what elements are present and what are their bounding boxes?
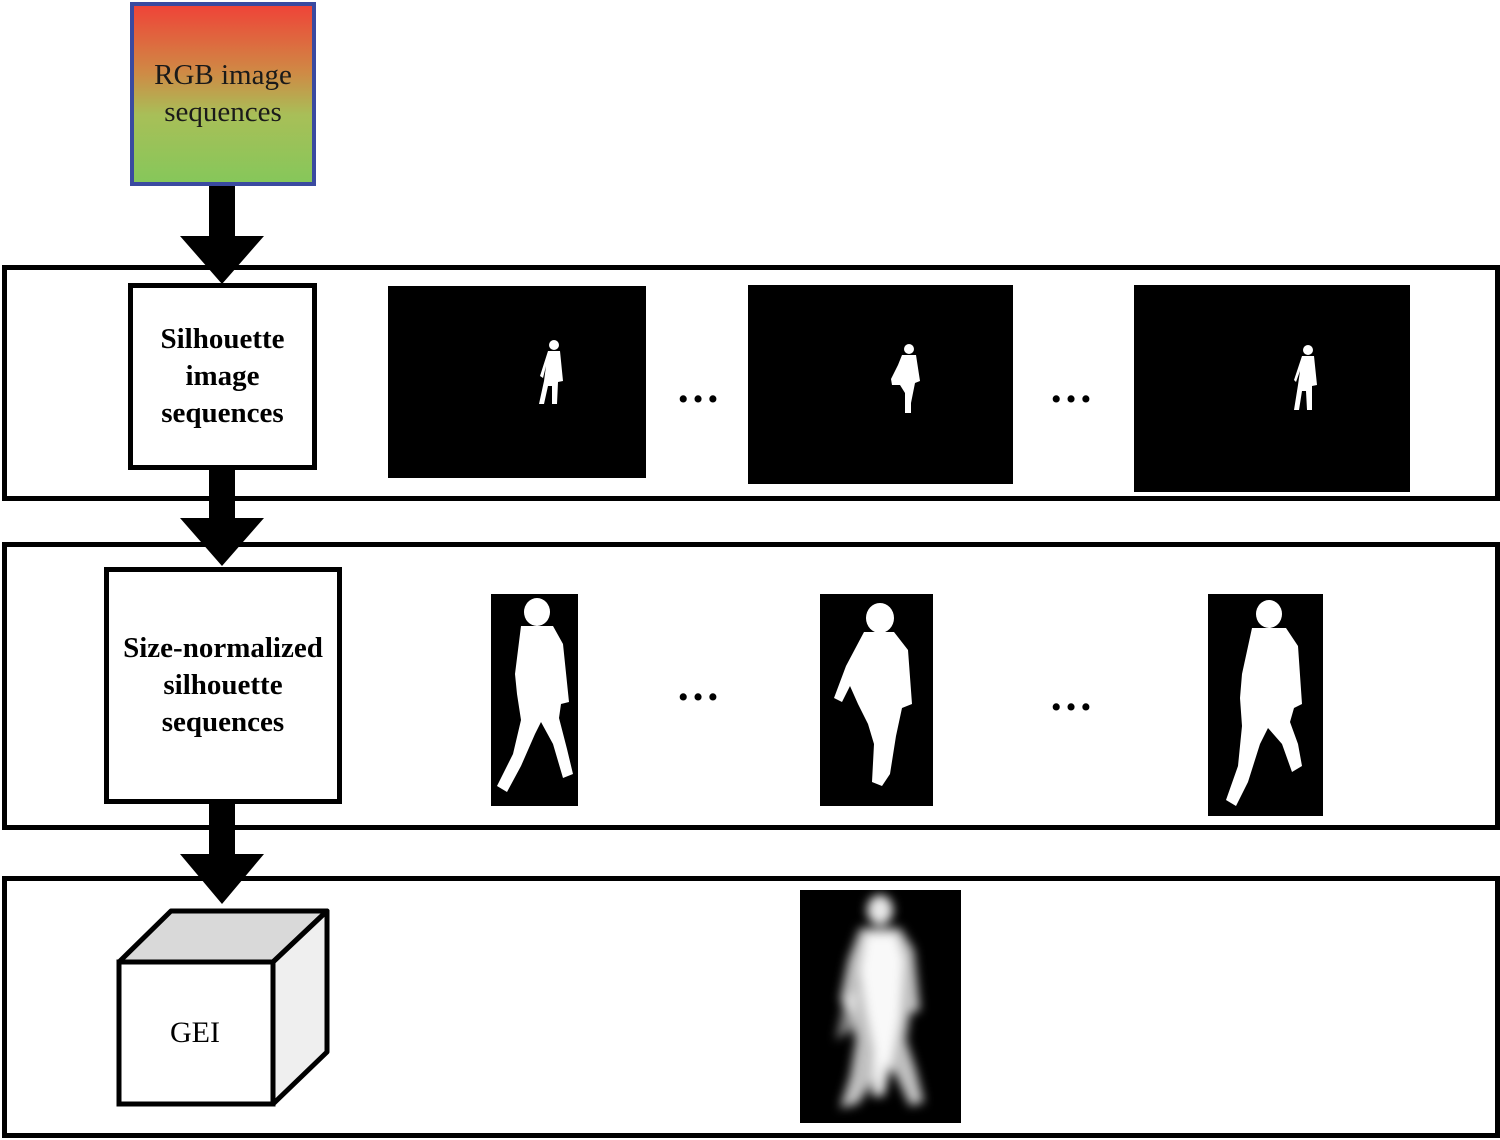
gait-energy-silhouette xyxy=(836,895,924,1108)
normalized-frame-2 xyxy=(820,594,933,806)
normalized-label-line1: Size-normalized xyxy=(123,632,323,664)
gei-image xyxy=(800,890,961,1123)
ellipsis-row2-a: … xyxy=(676,661,722,710)
silhouette-label-line3: sequences xyxy=(161,397,284,429)
arrow-normalized-to-gei xyxy=(178,802,266,906)
gei-cube-node xyxy=(115,906,331,1108)
normalized-frame-3 xyxy=(1208,594,1323,816)
walking-person-silhouette xyxy=(1294,345,1317,410)
walking-person-silhouette xyxy=(891,344,920,413)
walking-person-silhouette xyxy=(497,598,573,792)
arrow-silhouette-to-normalized xyxy=(178,468,266,568)
normalized-label-line2: silhouette xyxy=(163,669,283,701)
silhouette-label-line2: image xyxy=(185,360,260,392)
size-normalized-silhouette-sequences-node: Size-normalized silhouette sequences xyxy=(104,567,342,804)
walking-person-silhouette xyxy=(834,603,912,786)
walking-person-silhouette xyxy=(1226,600,1302,806)
rgb-label-line2: sequences xyxy=(164,96,282,128)
silhouette-frame-2 xyxy=(748,285,1013,484)
rgb-image-sequences-node: RGB image sequences xyxy=(130,2,316,186)
arrow-rgb-to-silhouette xyxy=(178,186,266,286)
gei-label: GEI xyxy=(170,1016,220,1049)
normalized-label-line3: sequences xyxy=(161,706,285,738)
walking-person-silhouette xyxy=(539,340,563,404)
ellipsis-row1-a: … xyxy=(676,363,722,412)
silhouette-image-sequences-node: Silhouette image sequences xyxy=(128,283,317,470)
silhouette-frame-3 xyxy=(1134,285,1410,492)
normalized-frame-1 xyxy=(491,594,578,806)
silhouette-frame-1 xyxy=(388,286,646,478)
rgb-label-line1: RGB image xyxy=(154,59,292,91)
ellipsis-row1-b: … xyxy=(1049,363,1095,412)
ellipsis-row2-b: … xyxy=(1049,671,1095,720)
silhouette-label-line1: Silhouette xyxy=(160,323,285,355)
